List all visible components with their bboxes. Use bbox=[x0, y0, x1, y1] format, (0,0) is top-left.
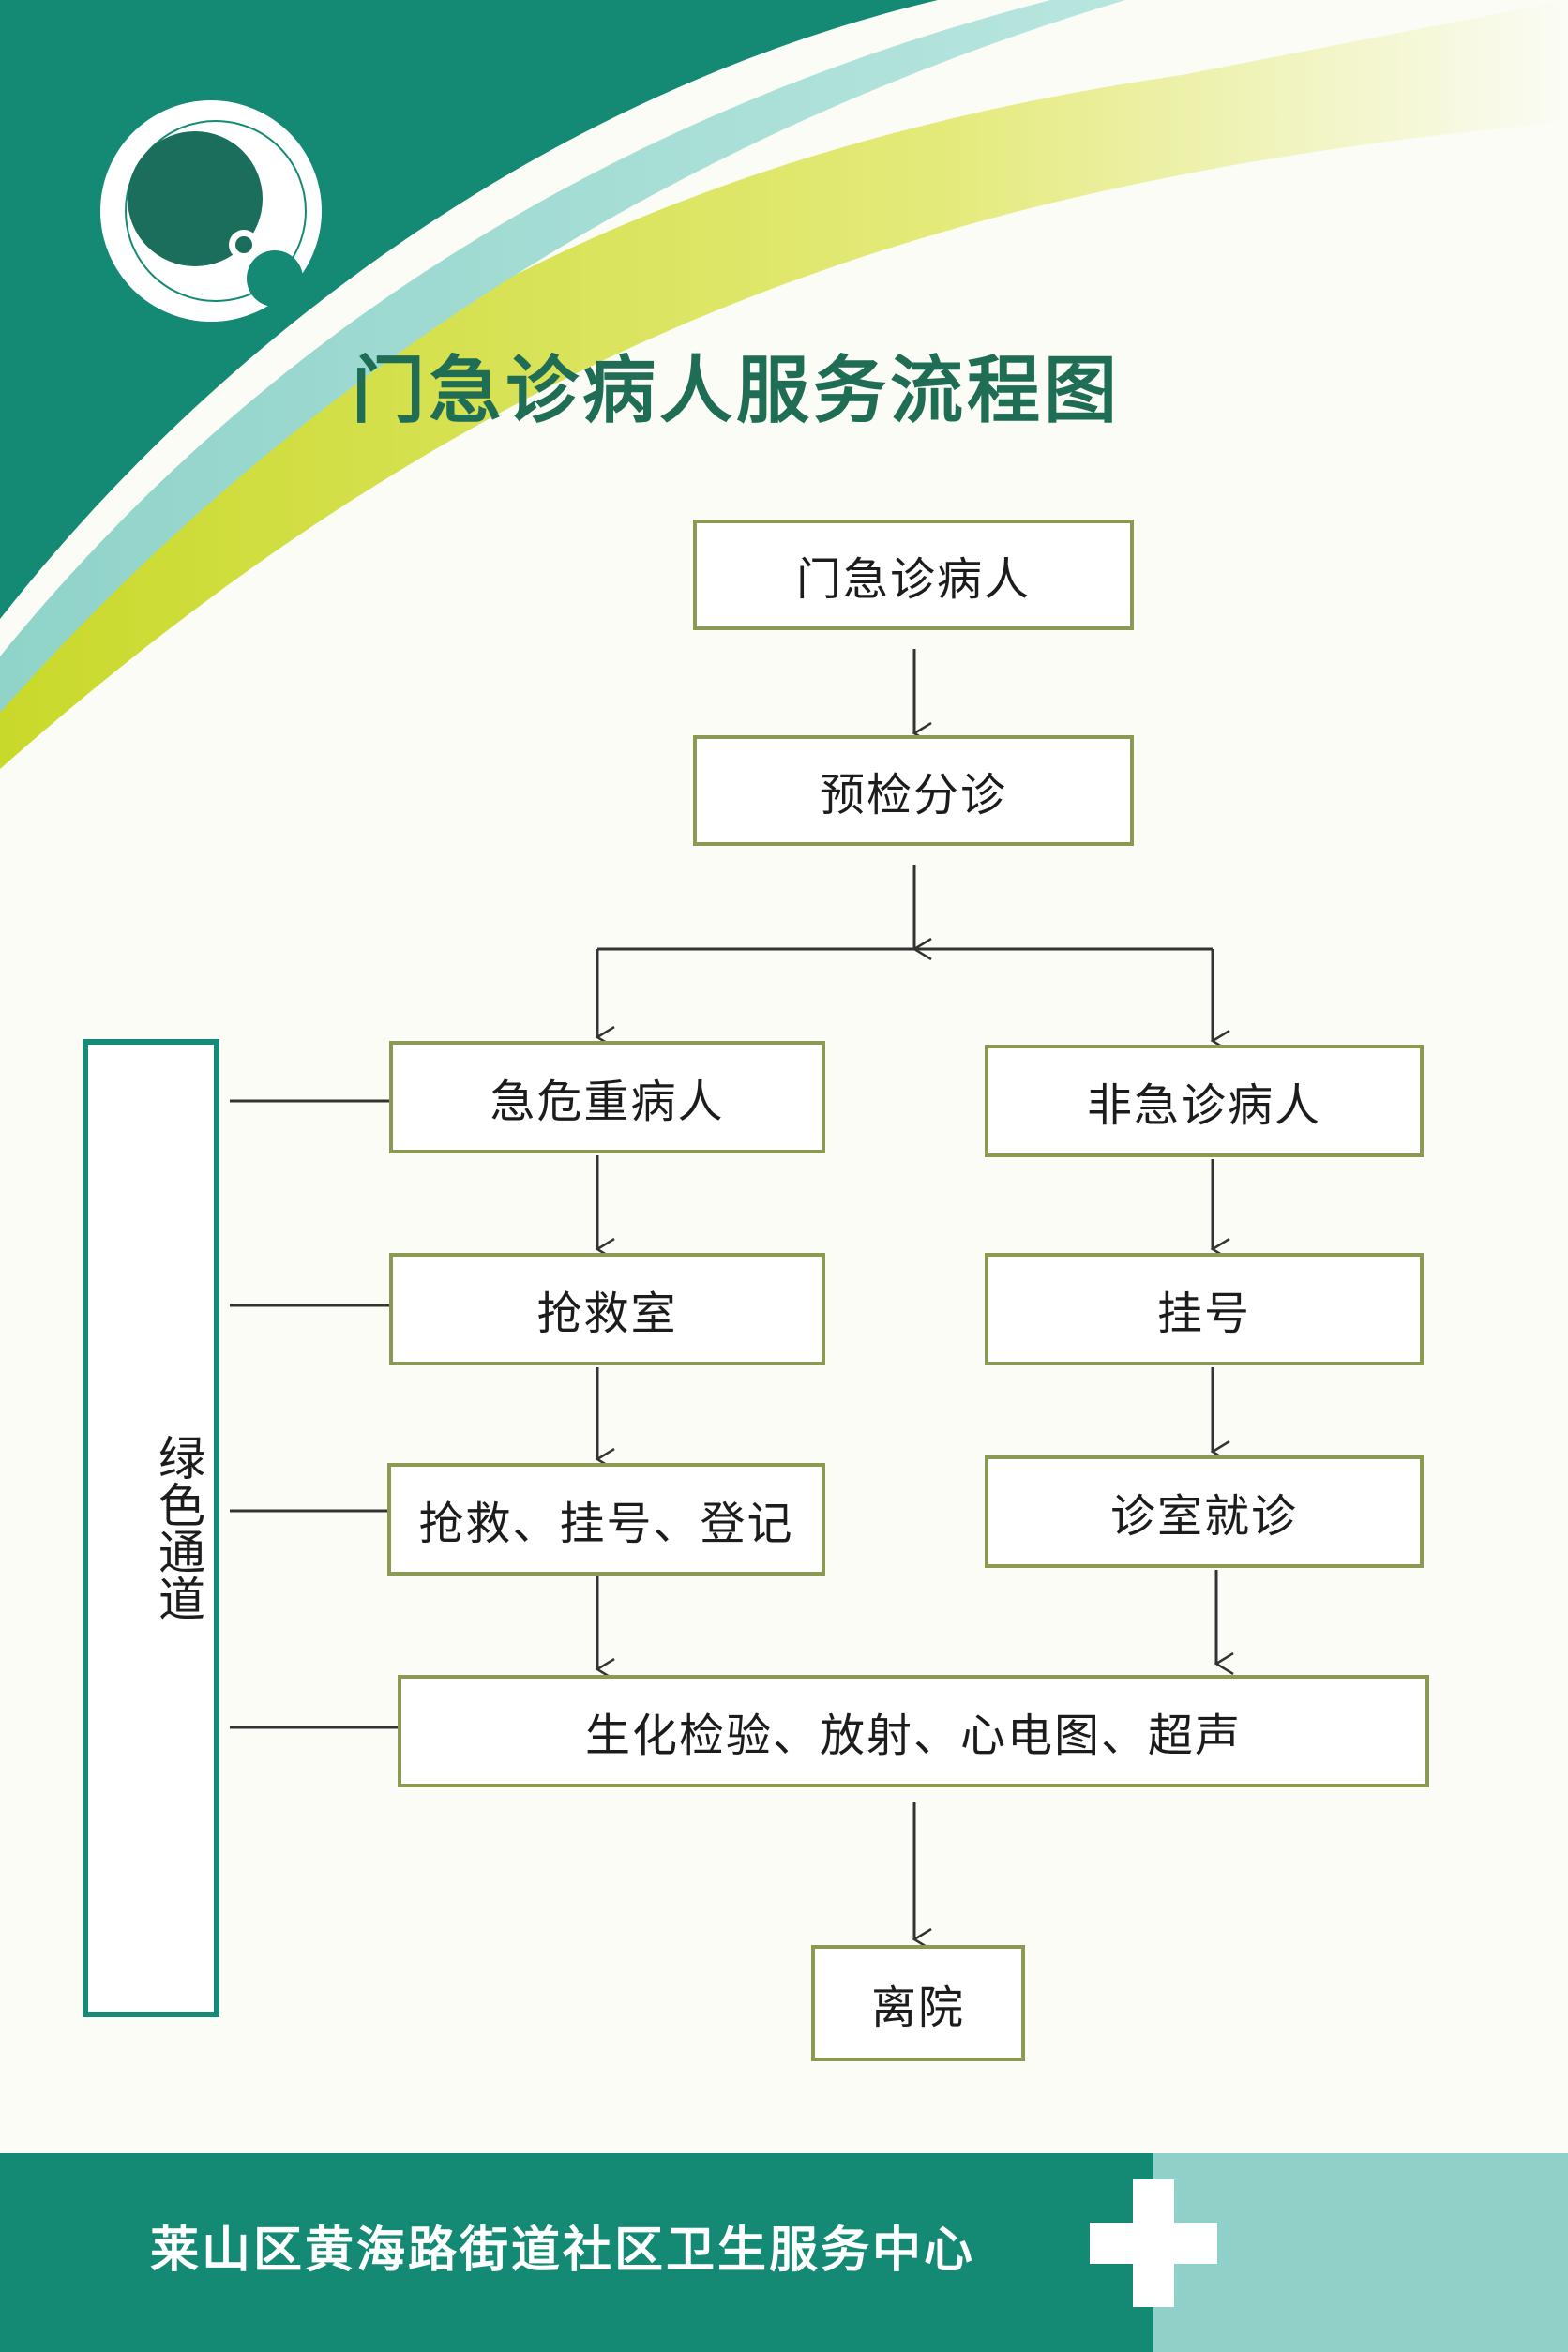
node-triage: 预检分诊 bbox=[693, 735, 1134, 846]
green-channel: 绿色通道 bbox=[83, 1039, 219, 2017]
node-rescue-register: 抢救、挂号、登记 bbox=[387, 1463, 825, 1576]
node-non-emergency: 非急诊病人 bbox=[985, 1045, 1424, 1157]
footer-organization: 莱山区黄海路街道社区卫生服务中心 bbox=[150, 2223, 976, 2279]
green-channel-label: 绿色通道 bbox=[151, 1434, 205, 1621]
node-registration: 挂号 bbox=[985, 1253, 1424, 1365]
page-title: 门急诊病人服务流程图 bbox=[351, 349, 1121, 433]
node-start: 门急诊病人 bbox=[693, 520, 1134, 630]
circle-logo-icon bbox=[100, 100, 322, 322]
node-rescue-room: 抢救室 bbox=[389, 1253, 825, 1365]
footer-light-block bbox=[1153, 2153, 1568, 2352]
node-consult: 诊室就诊 bbox=[985, 1455, 1424, 1568]
node-exams: 生化检验、放射、心电图、超声 bbox=[398, 1675, 1429, 1787]
lime-swoosh bbox=[0, 0, 1568, 769]
node-critical: 急危重病人 bbox=[389, 1041, 825, 1153]
medical-cross-icon bbox=[1090, 2179, 1217, 2307]
node-discharge: 离院 bbox=[811, 1945, 1025, 2061]
